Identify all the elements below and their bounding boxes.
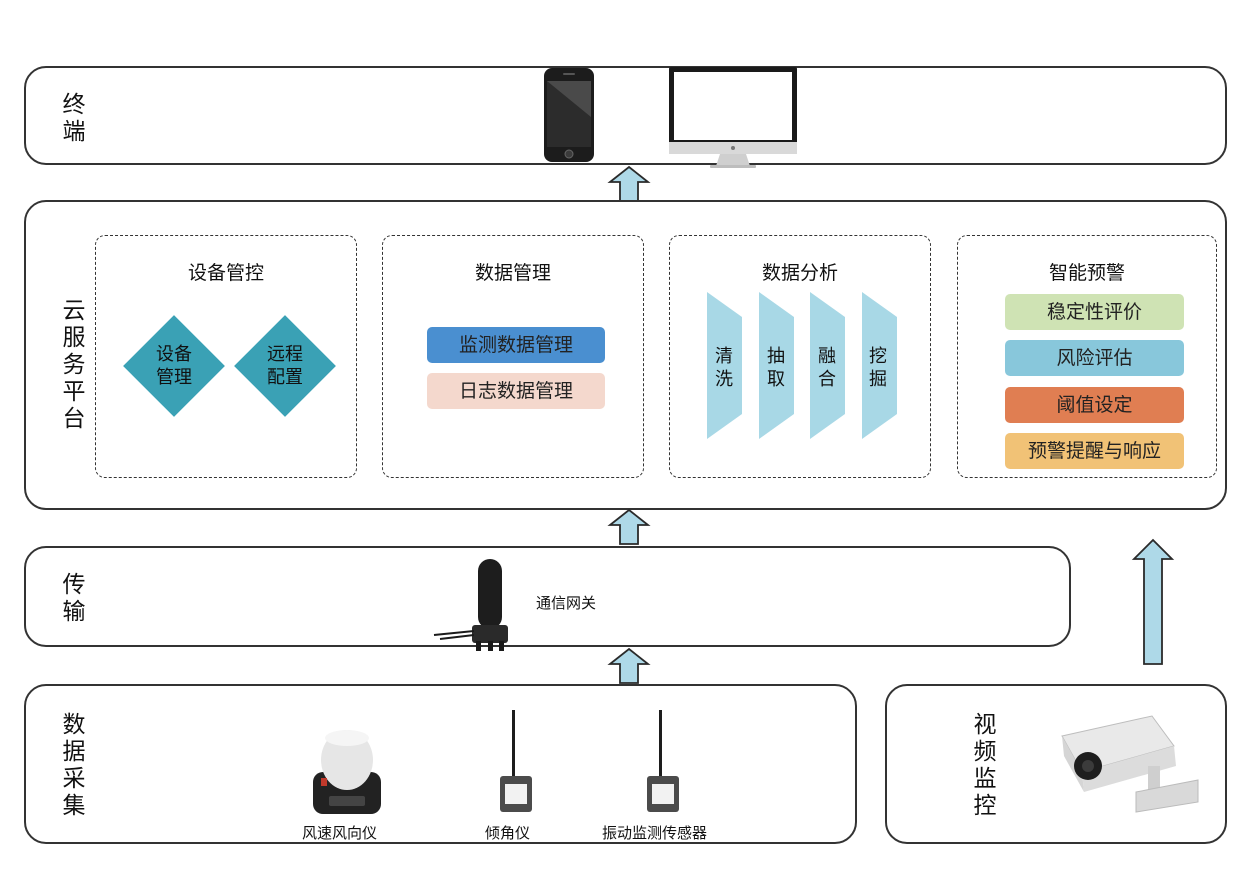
arrow-up-cloud-to-terminal	[607, 165, 651, 202]
inclinometer-icon	[500, 710, 532, 812]
diamond-remote-config: 远程 配置	[234, 315, 336, 417]
analysis-step-fuse-shape	[810, 292, 845, 439]
risk-assessment: 风险评估	[1005, 340, 1184, 376]
arrow-up-collection-to-transmission	[607, 647, 651, 684]
smartphone-icon	[544, 68, 594, 162]
data-management-module: 数据管理	[382, 235, 644, 478]
stability-evaluation: 稳定性评价	[1005, 294, 1184, 330]
data-analysis-module: 数据分析	[669, 235, 931, 478]
data-management-title: 数据管理	[474, 262, 551, 284]
analysis-step-extract-shape	[759, 292, 794, 439]
transmission-layer-label: 传 输	[62, 572, 86, 625]
smart-warning-title: 智能预警	[1048, 262, 1125, 284]
warning-alert-response: 预警提醒与响应	[1005, 433, 1184, 469]
terminal-layer: 终 端	[24, 66, 1227, 165]
threshold-setting: 阈值设定	[1005, 387, 1184, 423]
diamond-device-management: 设备 管理	[123, 315, 225, 417]
cctv-camera-icon	[1061, 715, 1199, 813]
video-monitoring-label: 视 频 监 控	[973, 712, 997, 819]
data-collection-label: 数 据 采 集	[62, 712, 86, 819]
device-control-title: 设备管控	[187, 262, 264, 284]
arrow-up-transmission-to-cloud	[607, 508, 651, 545]
arrow-up-video-to-cloud	[1131, 538, 1175, 665]
monitoring-data-management: 监测数据管理	[427, 327, 605, 363]
anemometer-label: 风速风向仪	[302, 824, 378, 842]
analysis-step-clean-shape	[707, 292, 742, 439]
analysis-step-mine: 挖 掘	[869, 346, 887, 390]
smart-warning-module: 智能预警	[957, 235, 1217, 478]
terminal-layer-label: 终 端	[62, 92, 86, 145]
analysis-step-shapes	[707, 292, 897, 439]
analysis-step-fuse: 融 合	[818, 346, 836, 390]
anemometer-icon	[313, 730, 381, 814]
analysis-step-extract: 抽 取	[767, 346, 785, 390]
vibration-sensor-icon	[647, 710, 679, 812]
vibration-sensor-label: 振动监测传感器	[602, 824, 708, 842]
analysis-step-mine-shape	[862, 292, 897, 439]
data-analysis-title: 数据分析	[761, 262, 838, 284]
data-collection-layer: 数 据 采 集	[24, 684, 857, 844]
inclinometer-label: 倾角仪	[485, 824, 531, 842]
device-control-module: 设备管控	[95, 235, 357, 478]
analysis-step-clean: 清 洗	[715, 346, 733, 390]
gateway-antenna-icon	[433, 559, 508, 651]
log-data-management: 日志数据管理	[427, 373, 605, 409]
gateway-label: 通信网关	[536, 594, 597, 612]
transmission-layer: 传 输	[24, 546, 1071, 647]
cloud-platform-label: 云 服 务 平 台	[62, 298, 86, 432]
desktop-monitor-icon	[669, 67, 797, 168]
